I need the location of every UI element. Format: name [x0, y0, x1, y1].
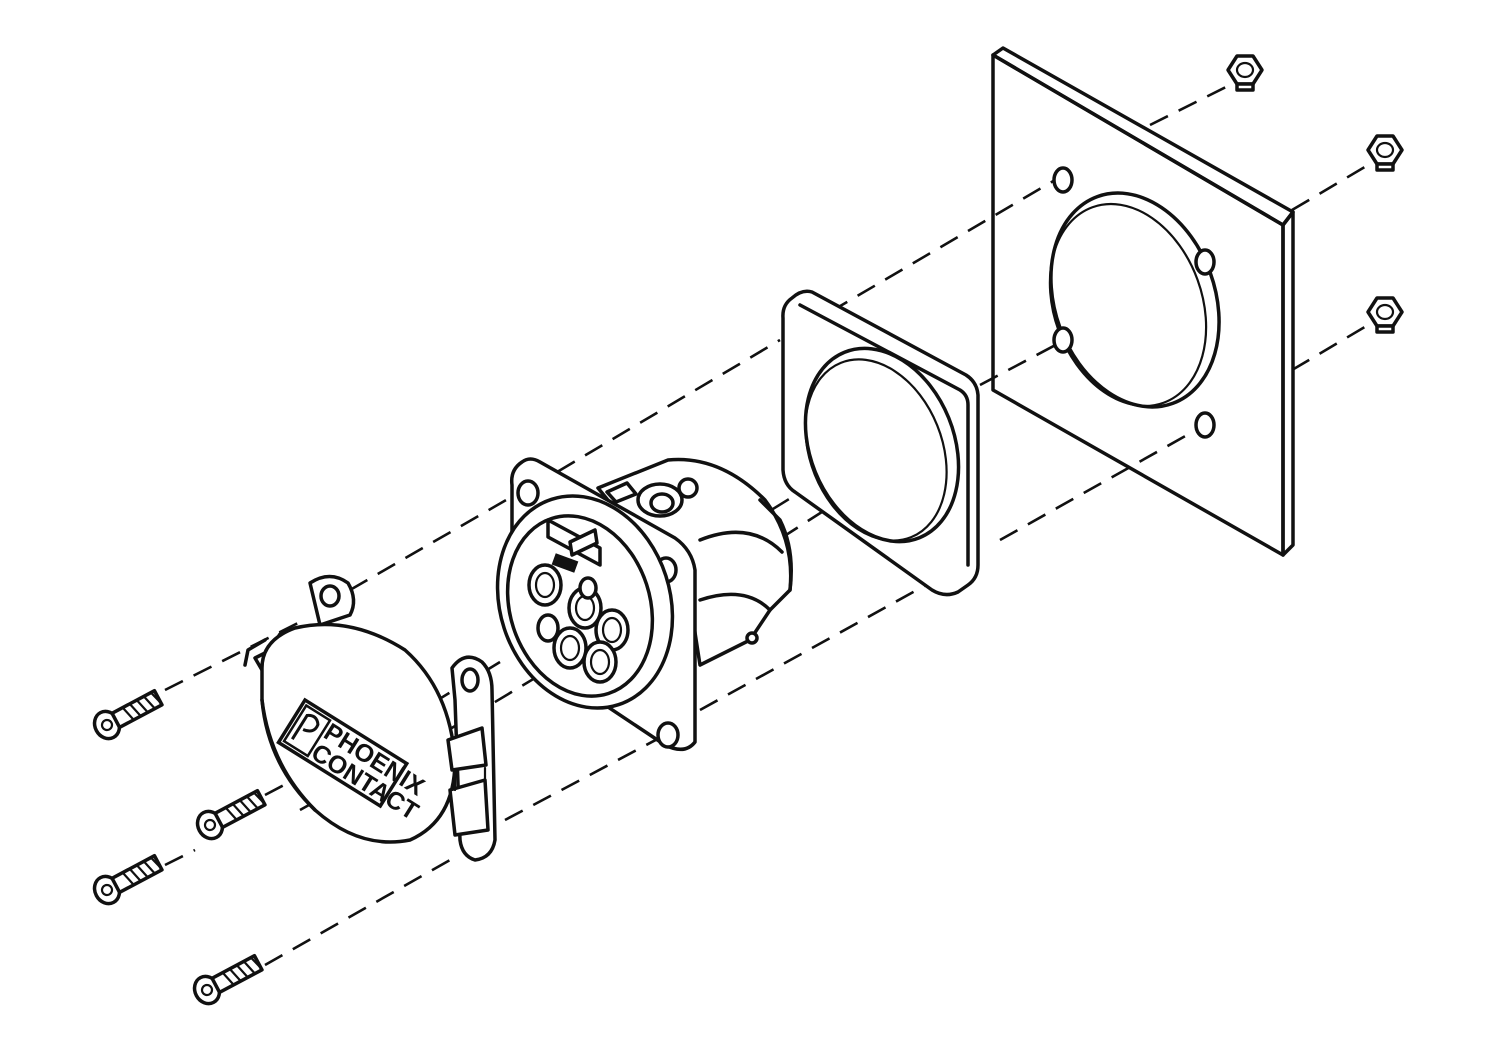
panel-hole	[1052, 326, 1074, 354]
panel-hole	[1052, 166, 1074, 194]
nut	[1226, 54, 1264, 92]
screw	[195, 788, 267, 841]
screw	[92, 688, 164, 741]
gasket-frame	[781, 289, 980, 597]
protective-cap: PHOENIX CONTACT	[243, 574, 497, 862]
panel-hole	[1194, 248, 1216, 276]
mounting-panel	[991, 46, 1295, 557]
nut	[1366, 296, 1404, 334]
screw	[92, 853, 164, 906]
nut	[1366, 134, 1404, 172]
socket-contacts	[527, 563, 630, 684]
panel-hole	[1194, 411, 1216, 439]
screw	[192, 953, 264, 1006]
cap-hinge	[446, 655, 497, 862]
socket-housing	[495, 457, 793, 752]
